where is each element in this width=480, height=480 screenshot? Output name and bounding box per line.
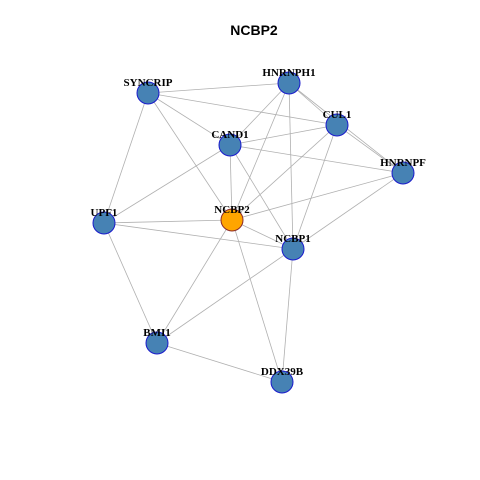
edge-syncrip-cul1 [147, 92, 338, 126]
node-label-hnrnpf: HNRNPF [380, 157, 426, 169]
node-ddx39b[interactable] [270, 370, 294, 394]
edge-syncrip-upf1 [103, 92, 149, 224]
edge-hnrnph1-ncbp1 [288, 82, 294, 250]
edge-hnrnpf-ncbp2 [231, 172, 404, 221]
node-bmi1[interactable] [145, 331, 169, 355]
node-layer [92, 71, 415, 394]
node-label-bmi1: BMI1 [143, 327, 171, 339]
edge-ncbp1-ddx39b [281, 248, 294, 383]
node-ncbp2[interactable] [220, 208, 244, 232]
edge-hnrnph1-cand1 [229, 82, 290, 146]
edge-ncbp2-bmi1 [156, 219, 233, 344]
edge-upf1-ncbp2 [103, 219, 233, 224]
node-cul1[interactable] [325, 113, 349, 137]
edge-syncrip-hnrnph1 [147, 82, 290, 94]
node-label-ncbp2: NCBP2 [214, 204, 250, 216]
node-label-hnrnph1: HNRNPH1 [262, 67, 315, 79]
node-label-ddx39b: DDX39B [261, 366, 304, 378]
edge-ncbp1-bmi1 [156, 248, 294, 344]
node-ncbp1[interactable] [281, 237, 305, 261]
node-hnrnph1[interactable] [277, 71, 301, 95]
edge-cul1-hnrnpf [336, 124, 404, 174]
node-cand1[interactable] [218, 133, 242, 157]
edge-hnrnph1-ncbp2 [231, 82, 290, 221]
edge-syncrip-ncbp2 [147, 92, 233, 221]
edge-bmi1-ddx39b [156, 342, 283, 383]
edge-cul1-ncbp1 [292, 124, 338, 250]
node-label-cand1: CAND1 [211, 129, 248, 141]
edge-hnrnpf-ncbp1 [292, 172, 404, 250]
node-label-syncrip: SYNCRIP [124, 77, 173, 89]
edge-cul1-ncbp2 [231, 124, 338, 221]
edge-cand1-upf1 [103, 144, 231, 224]
edge-cand1-hnrnpf [229, 144, 404, 174]
graph-title: NCBP2 [230, 22, 278, 38]
node-upf1[interactable] [92, 211, 116, 235]
edge-upf1-ncbp1 [103, 222, 294, 250]
edge-syncrip-cand1 [147, 92, 231, 146]
node-label-cul1: CUL1 [323, 109, 352, 121]
edge-cand1-ncbp1 [229, 144, 294, 250]
node-syncrip[interactable] [136, 81, 160, 105]
edge-cul1-cand1 [229, 124, 338, 146]
edge-cand1-ncbp2 [229, 144, 233, 221]
edge-upf1-bmi1 [103, 222, 158, 344]
node-hnrnpf[interactable] [391, 161, 415, 185]
edge-ncbp2-ddx39b [231, 219, 283, 383]
node-label-ncbp1: NCBP1 [275, 233, 310, 245]
node-label-upf1: UPF1 [91, 207, 118, 219]
